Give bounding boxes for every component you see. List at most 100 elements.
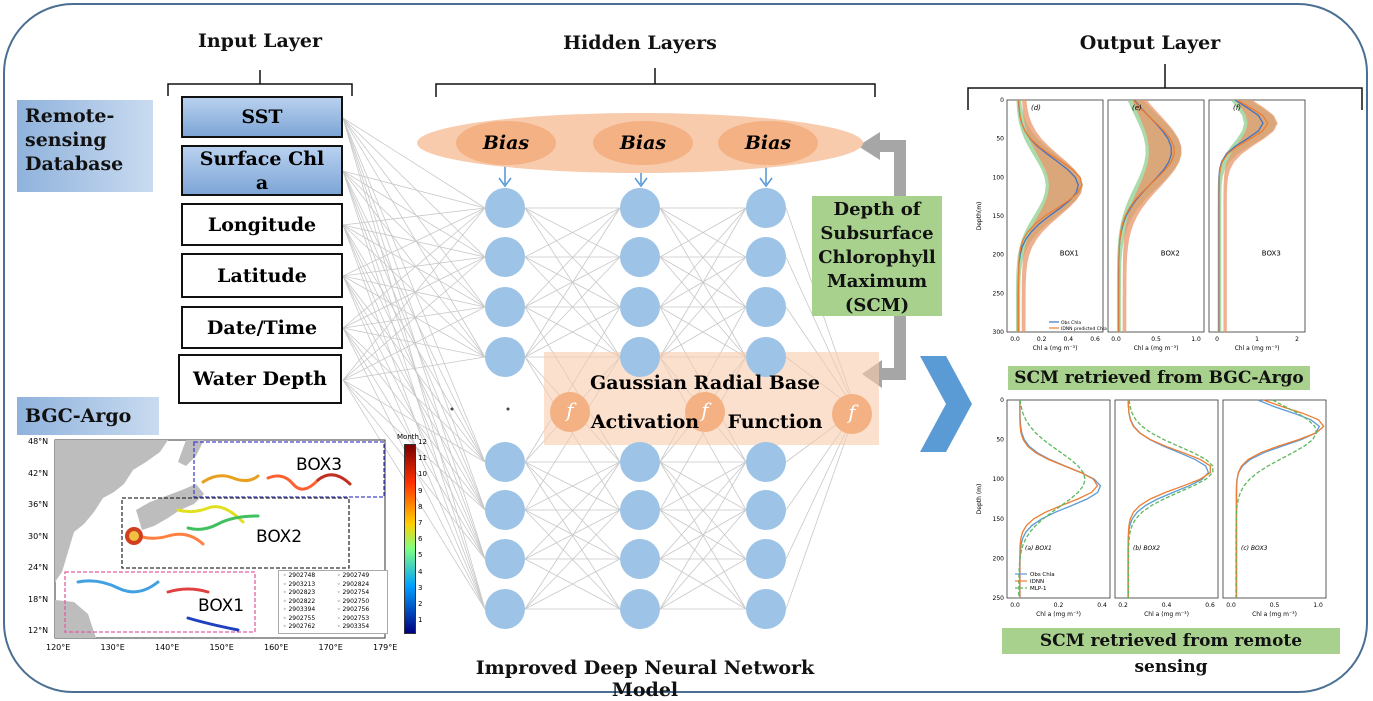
scm-remote-caption: SCM retrieved from remote sensing [1002,628,1340,677]
neuron-1-7 [485,539,525,579]
input-latitude: Latitude [181,253,343,298]
colorbar-tick: 1 [418,616,423,625]
map-lat-tick: 18°N [28,594,49,604]
scm-argo-caption: SCM retrieved from BGC-Argo [1008,366,1310,390]
x-tick-label: 0 [1215,336,1219,343]
map-float-id: ◦ 2903354 [337,623,370,630]
activation-text-2: Activation [590,411,700,433]
x-tick-label: 0.5 [1270,602,1280,609]
map-colorbar [404,444,416,634]
map-lat-tick: 36°N [28,500,49,509]
map-lon-tick: 170°E [318,643,343,652]
y-tick-label: 150 [993,516,1005,523]
neuron-3-3 [746,287,786,327]
colorbar-tick: 12 [418,438,427,446]
y-axis-label: Depth(m) [976,202,983,231]
neuron-2-1 [620,188,660,228]
map-float-id: ◦ 2902749 [337,572,370,579]
y-tick-label: 0 [1000,397,1004,404]
x-tick-label: 0.0 [1010,336,1020,343]
x-axis-label: Chl a (mg m⁻³) [1033,345,1078,352]
neuron-3-7 [746,539,786,579]
pred-range-band [1223,100,1278,332]
x-axis-label: Chl a (mg m⁻³) [1235,345,1280,352]
plot-panel-2 [1114,399,1219,599]
input-layer-header: Input Layer [197,30,322,52]
neuron-3-6 [746,490,786,530]
profile-curve [1127,399,1214,598]
pred-range-band [1122,100,1182,332]
bias-node-1 [456,121,556,165]
output-bracket [967,64,1363,110]
panel-box-label: BOX3 [1262,249,1281,257]
panel-label: (c) BOX3 [1241,545,1268,552]
activation-text-3: Function [727,411,823,433]
input-bracket [167,70,353,96]
colorbar-tick: 9 [418,486,423,495]
neuron-1-1 [485,188,525,228]
neuron-2-3 [620,287,660,327]
y-tick-label: 100 [993,476,1005,483]
scm-depth-box: Depth of Subsurface Chlorophyll Maximum … [812,196,942,316]
map-lat-tick: 48°N [28,437,49,446]
x-axis-label: Chl a (mg m⁻³) [1036,611,1081,618]
map-lat-tick: 42°N [28,468,49,478]
input-water-depth: Water Depth [178,354,342,404]
map-float-id: ◦ 2902755 [283,614,316,622]
activation-text-1: Gaussian Radial Base [589,372,821,394]
colorbar-tick: 10 [418,470,427,479]
map-lon-tick: 150°E [209,643,234,652]
y-tick-label: 150 [993,213,1005,220]
map-float-id: ◦ 2902762 [283,623,316,630]
f-label-1: f [566,398,574,422]
y-tick-label: 250 [993,595,1005,602]
ellipsis-dots [450,407,510,411]
neuron-3-5 [746,442,786,482]
outer-frame [3,3,1368,693]
y-tick-label: 200 [993,252,1005,259]
bias-arrows [498,165,773,188]
neuron-3-8 [746,589,786,629]
map-float-id: ◦ 2902753 [337,614,370,622]
input-datetime: Date/Time [181,306,343,349]
input-sst: SST [181,96,343,138]
hidden-bracket [435,68,876,97]
x-tick-label: 0.0 [1226,602,1236,609]
neuron-1-3 [485,287,525,327]
colorbar-tick: 8 [418,502,423,511]
x-tick-label: 0.5 [1151,336,1161,343]
map-box2-label: BOX2 [256,527,303,547]
neuron-2-5 [620,442,660,482]
profile-curve [1017,99,1083,332]
map-lat-tick: 24°N [28,563,49,572]
bias-node-2 [593,121,693,165]
y-tick-label: 250 [993,290,1005,297]
bias-label-1: Bias [482,132,530,154]
profile-curve [1127,399,1211,598]
map-float-id: ◦ 2902822 [283,597,316,605]
neuron-3-2 [746,237,786,277]
x-tick-label: 1 [1255,336,1259,343]
panel-label: (b) BOX2 [1133,545,1160,552]
map-lat-tick: 30°N [28,531,49,541]
neuron-2-2 [620,237,660,277]
map-float-id: ◦ 2903213 [283,580,316,588]
input-longitude: Longitude [181,203,343,246]
legend-entry: IDNN [1030,579,1044,585]
legend-entry: Obs Chla [1061,320,1081,326]
output-layer-header: Output Layer [1079,32,1221,54]
neuron-3-1 [746,188,786,228]
bias-node-3 [718,121,818,165]
profile-curve [1118,99,1175,332]
colorbar-tick: 2 [418,600,423,608]
x-tick-label: 0.4 [1097,602,1107,609]
neuron-2-8 [620,589,660,629]
colorbar-tick: 11 [418,454,427,463]
hidden-layer-graphics [417,113,879,629]
map-float-id: ◦ 2903394 [283,606,316,613]
map-box1-label: BOX1 [198,596,245,616]
x-tick-label: 0.6 [1205,602,1215,609]
x-tick-label: 0.2 [1054,602,1064,609]
activation-f-node-3 [832,394,872,434]
plot-panel-1 [1006,399,1111,599]
